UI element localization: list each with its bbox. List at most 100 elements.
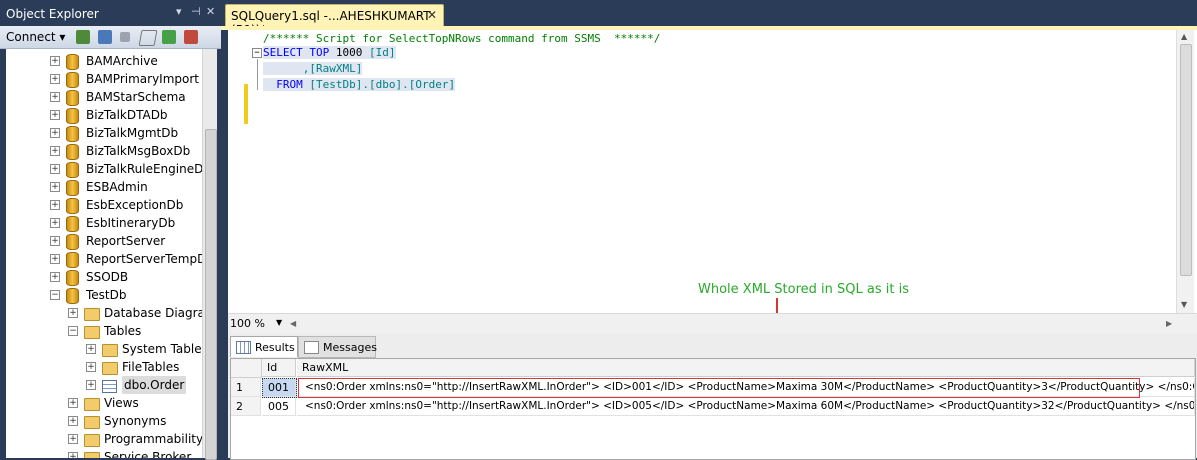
filter-icon[interactable] [138,30,158,46]
tab-close-icon[interactable]: ✕ [426,8,437,22]
tree-item[interactable]: +Service Broker [6,448,202,458]
results-grid[interactable]: Id RawXML 1 001 <ns0:Order xmlns:ns0="ht… [230,358,1196,460]
hscroll-right-icon[interactable]: ▶ [1166,319,1173,328]
stop-icon[interactable] [120,32,130,42]
expand-icon[interactable]: + [50,182,60,192]
expand-icon[interactable]: + [86,344,96,354]
tree-item[interactable]: +ESBAdmin [6,178,202,196]
tree-item[interactable]: +BizTalkMgmtDb [6,124,202,142]
collapse-icon[interactable]: − [68,326,78,336]
expand-icon[interactable]: + [50,236,60,246]
scroll-down-icon[interactable]: ▼ [1181,300,1188,309]
tree-item[interactable]: +EsbItineraryDb [6,214,202,232]
tree-item[interactable]: +BizTalkDTADb [6,106,202,124]
expand-icon[interactable]: + [50,218,60,228]
expand-icon[interactable]: + [68,398,78,408]
close-icon[interactable]: ✕ [206,5,216,18]
tree-item[interactable]: + BAMPrimaryImport [6,70,202,88]
folder-icon [102,362,118,375]
tree-item-label: ReportServer [86,234,166,248]
tree-item[interactable]: −TestDb [6,286,202,304]
expand-icon[interactable]: + [86,380,96,390]
editor-scroll-thumb[interactable] [1180,44,1192,276]
expand-icon[interactable]: + [50,74,60,84]
folder-icon [84,398,100,411]
database-icon [66,162,79,178]
expand-icon[interactable]: + [50,200,60,210]
tree-item[interactable]: + Synonyms [6,412,202,430]
expand-icon[interactable]: + [50,146,60,156]
expand-icon[interactable]: + [86,362,96,372]
expand-icon[interactable]: + [50,254,60,264]
tree-item[interactable]: +BizTalkMsgBoxDb [6,142,202,160]
tree-item[interactable]: +dbo.Order [6,376,202,394]
database-icon [66,270,79,286]
connect-button[interactable]: Connect ▾ [6,30,66,44]
expand-icon[interactable]: + [68,434,78,444]
tab-results[interactable]: Results [230,336,298,357]
zoom-select[interactable]: 100 % [230,317,265,330]
expand-icon[interactable]: + [68,308,78,318]
tree-item-label: BAMPrimaryImport [86,72,199,86]
tree-item[interactable]: +System Tables [6,340,202,358]
tree-item-label: SSODB [86,270,129,284]
expand-icon[interactable]: + [50,56,60,66]
top-count: 1000 [335,46,363,59]
tree-item-label: Synonyms [104,414,167,428]
collapse-icon[interactable]: − [252,48,262,58]
tree-item[interactable]: −Tables [6,322,202,340]
tab-messages[interactable]: Messages [298,336,377,358]
query-tab[interactable]: SQLQuery1.sql -...AHESHKUMART (59))* ✕ [225,4,444,37]
column-header-rawxml[interactable]: RawXML [297,359,1195,377]
scroll-up-icon[interactable]: ▲ [1181,32,1188,41]
row-number[interactable]: 2 [231,397,261,416]
query-editor[interactable]: − /****** Script for SelectTopNRows comm… [228,30,1197,313]
tree-item[interactable]: +BAMStarSchema [6,88,202,106]
refresh-icon[interactable] [162,30,176,44]
tree-item[interactable]: + BizTalkRuleEngineDb [6,160,202,178]
cell-rawxml[interactable]: <ns0:Order xmlns:ns0="http://InsertRawXM… [297,397,1195,416]
collapse-icon[interactable]: − [50,290,60,300]
code-from-line: FROM [TestDb].[dbo].[Order] [263,78,456,92]
hscroll-left-icon[interactable]: ◀ [290,319,297,328]
pin-icon[interactable]: ⊣ [191,5,201,18]
tree-item[interactable]: +Programmability [6,430,202,448]
tree-item[interactable]: +Database Diagrams [6,304,202,322]
cell-id[interactable]: 001 [262,378,296,397]
expand-icon[interactable]: + [50,110,60,120]
expand-icon[interactable]: + [68,416,78,426]
folder-icon [84,308,100,321]
object-explorer-scrollbar[interactable] [202,49,217,460]
disconnect-icon[interactable] [98,30,112,44]
outline-line [257,59,258,90]
id-column: [Id] [369,46,396,59]
column-header-id[interactable]: Id [262,359,296,377]
database-icon [66,216,79,232]
expand-icon[interactable]: + [50,128,60,138]
database-icon [66,252,79,268]
tree-item-label: BizTalkRuleEngineDb [86,162,202,176]
database-icon [66,144,79,160]
editor-vertical-scrollbar[interactable]: ▲ ▼ [1176,30,1194,313]
expand-icon[interactable]: + [50,272,60,282]
panel-menu-icon[interactable]: ▾ [176,5,182,18]
cell-id[interactable]: 005 [262,397,296,416]
tree-item[interactable]: + SSODB [6,268,202,286]
activity-monitor-icon[interactable] [184,30,198,44]
row-number[interactable]: 1 [231,378,261,397]
database-icon [66,90,79,106]
tree-item[interactable]: +Views [6,394,202,412]
tree-item[interactable]: +EsbExceptionDb [6,196,202,214]
zoom-dropdown-icon[interactable]: ▼ [276,318,283,327]
expand-icon[interactable]: + [68,452,78,458]
tree-item[interactable]: +ReportServerTempDB [6,250,202,268]
tree-item[interactable]: +BAMArchive [6,52,202,70]
expand-icon[interactable]: + [50,164,60,174]
object-explorer-toolbar: Connect ▾ [0,26,221,49]
tree-item[interactable]: +FileTables [6,358,202,376]
connect-engine-icon[interactable] [76,30,90,44]
expand-icon[interactable]: + [50,92,60,102]
scrollbar-thumb[interactable] [205,129,217,460]
tree-item[interactable]: + ReportServer [6,232,202,250]
cell-rawxml[interactable]: <ns0:Order xmlns:ns0="http://InsertRawXM… [297,378,1195,397]
